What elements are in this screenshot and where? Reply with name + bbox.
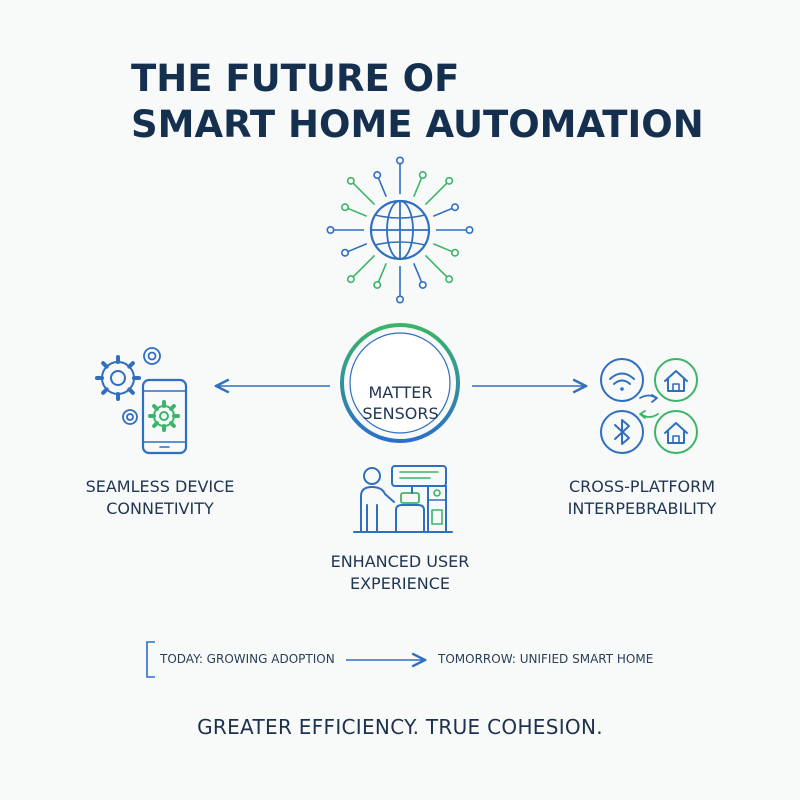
globe-network-icon bbox=[326, 156, 474, 304]
globe-ray bbox=[377, 262, 387, 283]
globe-ray-node bbox=[395, 156, 404, 165]
globe-ray-node bbox=[341, 248, 350, 257]
globe-ray-node bbox=[450, 203, 459, 212]
gear-tooth bbox=[127, 387, 135, 395]
bottom-node-line-2: EXPERIENCE bbox=[349, 574, 451, 593]
globe-ray bbox=[377, 177, 387, 198]
gear-tooth bbox=[101, 361, 109, 369]
tagline: GREATER EFFICIENCY. TRUE COHESION. bbox=[197, 715, 603, 739]
hub-line-2: SENSORS bbox=[362, 403, 439, 423]
globe-ray-node bbox=[450, 248, 459, 257]
globe-ray-node bbox=[346, 275, 355, 284]
timeline-start-label: TODAY: GROWING ADOPTION bbox=[160, 652, 335, 666]
globe-ray bbox=[413, 177, 423, 198]
bottom-node-line-1: ENHANCED USER bbox=[330, 552, 470, 571]
globe-ray-node bbox=[465, 226, 474, 235]
globe-ray-node bbox=[445, 176, 454, 185]
smartphone-gears-icon bbox=[95, 347, 188, 455]
globe-ray bbox=[413, 262, 423, 283]
globe-ray bbox=[424, 182, 448, 206]
left-node-label: SEAMLESS DEVICE CONNETIVITY bbox=[60, 476, 260, 520]
gear-tooth bbox=[152, 404, 159, 411]
globe-ray-node bbox=[341, 203, 350, 212]
gear-tooth bbox=[152, 421, 159, 428]
globe-ray-node bbox=[418, 171, 427, 180]
page-title: THE FUTURE OF SMART HOME AUTOMATION bbox=[131, 56, 704, 148]
timeline-end-label: TOMORROW: UNIFIED SMART HOME bbox=[438, 652, 654, 666]
right-node-label: CROSS-PLATFORM INTERPEBRABILITY bbox=[542, 476, 742, 520]
globe-ray bbox=[424, 254, 448, 278]
gear-tooth bbox=[101, 387, 109, 395]
right-node-line-1: CROSS-PLATFORM bbox=[568, 477, 716, 496]
globe-ray-node bbox=[395, 295, 404, 304]
matter-sensors-label: MATTER SENSORS bbox=[338, 340, 463, 465]
globe-ray bbox=[347, 207, 368, 217]
globe-ray bbox=[352, 182, 376, 206]
globe-ray-node bbox=[373, 171, 382, 180]
globe-ray bbox=[432, 207, 453, 217]
globe-ray-node bbox=[373, 280, 382, 289]
globe-ray-node bbox=[445, 275, 454, 284]
person-kitchen-appliance-icon bbox=[353, 465, 453, 533]
gear-tooth bbox=[169, 404, 176, 411]
wifi-bluetooth-home-icon bbox=[600, 358, 698, 454]
timeline bbox=[146, 641, 425, 678]
globe-ray-node bbox=[346, 176, 355, 185]
globe-ray bbox=[352, 254, 376, 278]
globe-ray bbox=[347, 243, 368, 253]
bottom-node-label: ENHANCED USER EXPERIENCE bbox=[300, 551, 500, 595]
left-node-line-2: CONNETIVITY bbox=[106, 499, 214, 518]
right-node-line-2: INTERPEBRABILITY bbox=[567, 499, 717, 518]
title-line-1: THE FUTURE OF bbox=[131, 57, 460, 100]
globe-ray-node bbox=[418, 280, 427, 289]
left-node-line-1: SEAMLESS DEVICE bbox=[85, 477, 235, 496]
matter-sensors-hub-ring bbox=[340, 323, 460, 443]
gear-tooth bbox=[169, 421, 176, 428]
globe-ray bbox=[432, 243, 453, 253]
gear-tooth bbox=[127, 361, 135, 369]
globe-ray-node bbox=[326, 226, 335, 235]
hub-line-1: MATTER bbox=[368, 382, 433, 402]
title-line-2: SMART HOME AUTOMATION bbox=[131, 103, 704, 146]
